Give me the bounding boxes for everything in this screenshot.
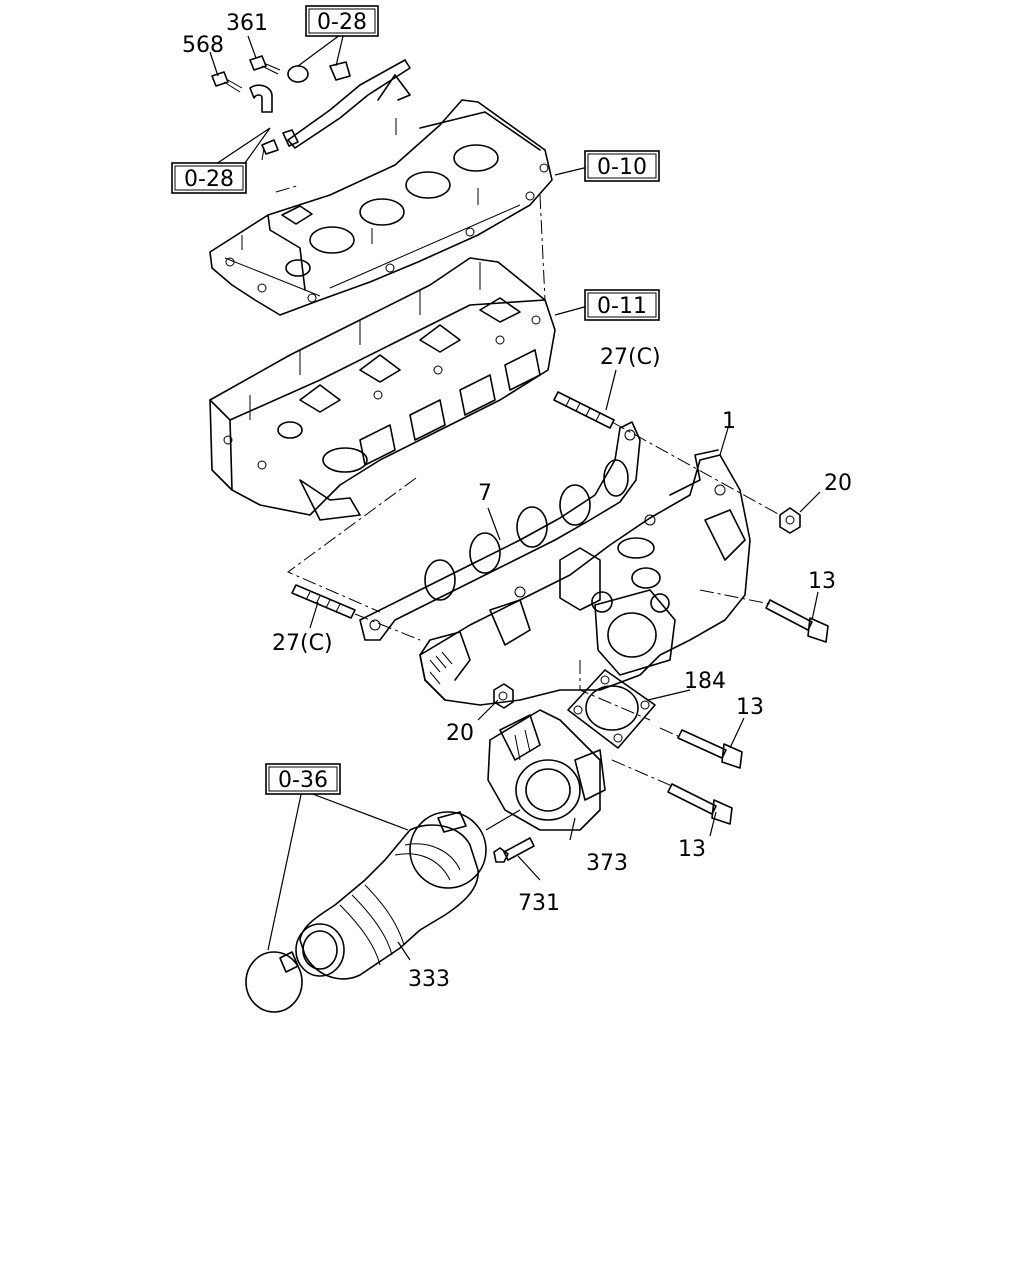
callout-27c-upper: 27(C) — [600, 345, 661, 370]
ref-label-0-28-left: 0-28 — [184, 167, 234, 192]
callout-373: 373 — [586, 851, 628, 876]
intake-gasket-7 — [359, 421, 641, 641]
ref-label-0-10: 0-10 — [597, 155, 647, 180]
callout-20-upper: 20 — [824, 471, 852, 496]
callout-1: 1 — [722, 409, 736, 434]
cylinder-head — [209, 257, 556, 521]
callout-731: 731 — [518, 891, 560, 916]
throttle-gasket-184 — [567, 669, 656, 749]
nut-20-lower — [493, 683, 514, 709]
intake-manifold-1 — [419, 449, 751, 706]
ref-label-0-28-top: 0-28 — [317, 10, 367, 35]
rocker-cover — [209, 99, 553, 316]
stud-27c-lower — [291, 584, 356, 619]
callout-184: 184 — [684, 669, 726, 694]
screw-731 — [493, 837, 535, 863]
bolt-13-upper — [765, 599, 829, 643]
stud-27c-upper — [553, 391, 615, 429]
bolt-13-lower — [667, 783, 733, 825]
ref-box-0-36: 0-36 — [265, 763, 341, 795]
callout-labels: 568 361 27(C) 1 20 7 13 27(C) 184 13 20 … — [182, 11, 852, 992]
callout-20-lower: 20 — [446, 721, 474, 746]
ref-label-0-11: 0-11 — [597, 294, 647, 319]
ref-box-0-28-top: 0-28 — [305, 5, 379, 37]
clip-hardware — [249, 61, 351, 155]
ref-box-0-10: 0-10 — [584, 150, 660, 182]
callout-13-middle: 13 — [736, 695, 764, 720]
callout-27c-lower: 27(C) — [272, 631, 333, 656]
intake-duct-333 — [295, 824, 479, 980]
callout-333: 333 — [408, 967, 450, 992]
callout-361: 361 — [226, 11, 268, 36]
bolt-568 — [211, 71, 243, 93]
nut-20-upper — [779, 507, 801, 534]
callout-13-lower: 13 — [678, 837, 706, 862]
ref-box-0-28-left: 0-28 — [171, 162, 247, 194]
callout-13-upper: 13 — [808, 569, 836, 594]
breather-tube — [282, 59, 411, 149]
leader-lines — [209, 31, 821, 961]
throttle-body-373 — [487, 709, 606, 831]
ref-label-0-36: 0-36 — [278, 768, 328, 793]
ref-box-0-11: 0-11 — [584, 289, 660, 321]
callout-568: 568 — [182, 33, 224, 58]
callout-7: 7 — [478, 481, 492, 506]
bolt-361 — [249, 55, 281, 75]
alignment-lines — [261, 147, 781, 787]
hose-clamp-lower — [245, 951, 303, 1013]
bolt-13-middle — [677, 729, 743, 769]
hose-clamp-upper — [409, 811, 487, 889]
